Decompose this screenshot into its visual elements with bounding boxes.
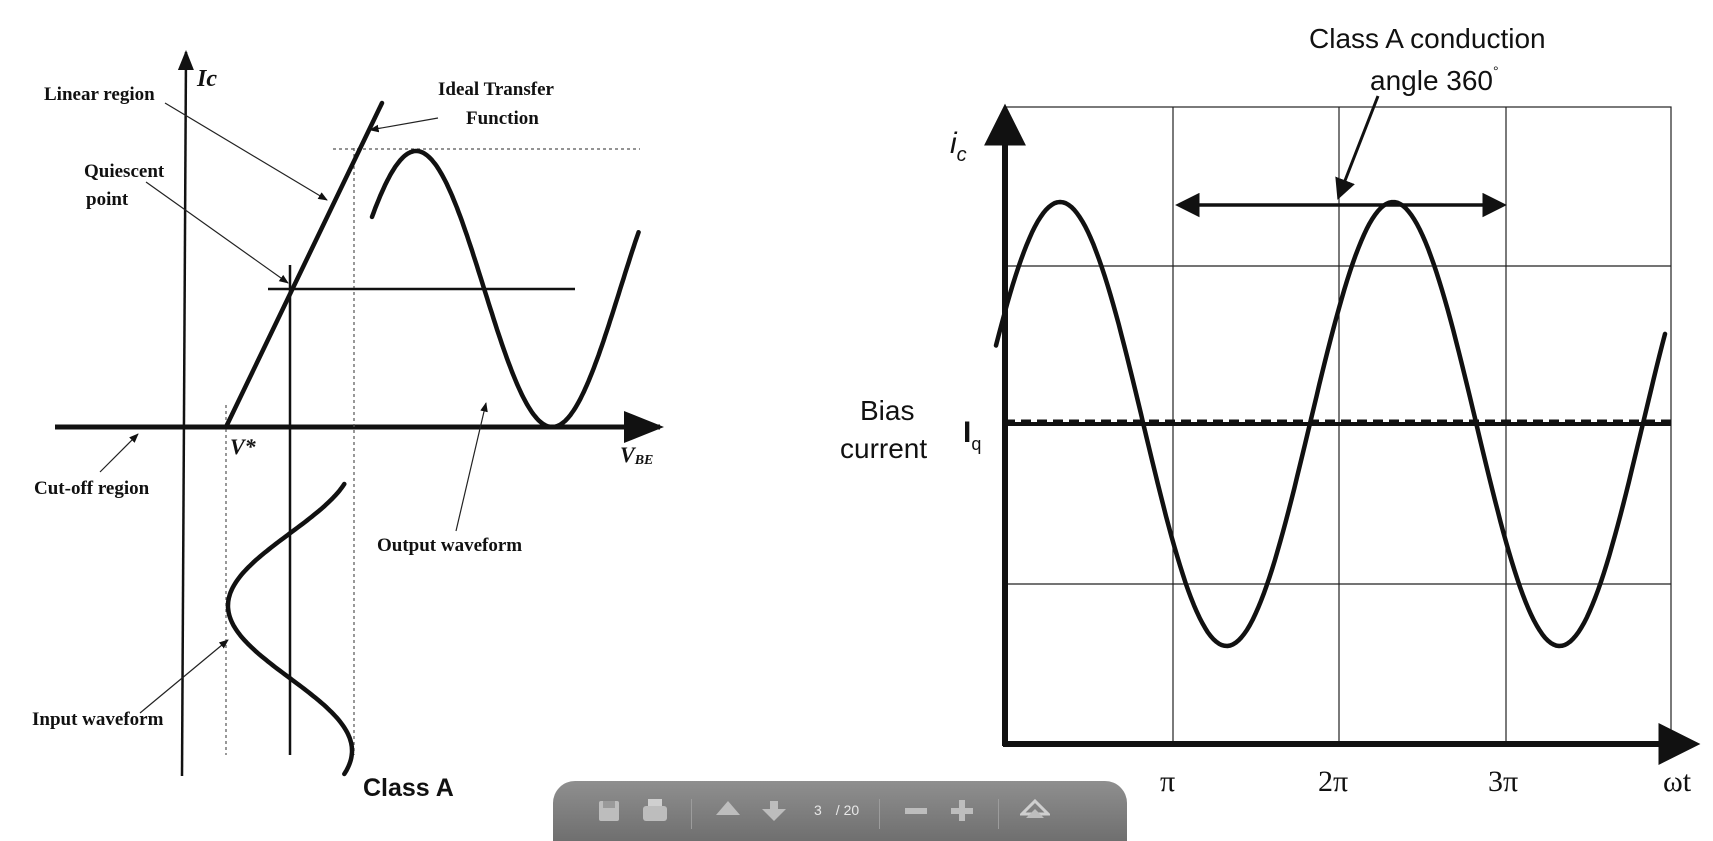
conduction-angle-diagram: Class A conduction angle 360° ic Bias cu… bbox=[840, 23, 1701, 798]
bias-current-label-line1: Bias bbox=[860, 395, 914, 426]
ideal-transfer-line bbox=[223, 100, 385, 430]
zoom-out-icon bbox=[905, 808, 928, 814]
output-waveform-pointer bbox=[455, 402, 488, 532]
input-waveform-pointer bbox=[139, 639, 229, 714]
vstar-label: V* bbox=[230, 434, 257, 459]
conduction-title-line2: angle 360° bbox=[1370, 63, 1499, 96]
zoom-out-button[interactable] bbox=[900, 799, 932, 821]
input-waveform-label: Input waveform bbox=[32, 709, 164, 730]
print-icon bbox=[643, 799, 667, 821]
collector-current-waveform bbox=[993, 199, 1668, 649]
fullscreen-button[interactable] bbox=[1019, 799, 1051, 821]
toolbar-separator bbox=[691, 799, 692, 829]
iq-label: Iq bbox=[963, 416, 981, 454]
conduction-title-line1: Class A conduction bbox=[1309, 23, 1546, 54]
degree-symbol: ° bbox=[1493, 63, 1499, 79]
conduction-title-pointer bbox=[1335, 95, 1380, 200]
ic-axis-label-right: ic bbox=[950, 127, 967, 166]
output-waveform-label: Output waveform bbox=[377, 535, 522, 556]
x-tick-pi: π bbox=[1160, 765, 1175, 798]
x-tick-3pi: 3π bbox=[1488, 765, 1518, 798]
x-tick-2pi: 2π bbox=[1318, 765, 1348, 798]
cutoff-region-label: Cut-off region bbox=[34, 478, 150, 499]
vbe-subscript: BE bbox=[634, 453, 654, 468]
transfer-function-diagram: Ic Linear region Ideal Transfer Function… bbox=[32, 50, 664, 802]
ic-axis bbox=[177, 50, 194, 777]
class-a-diagram-stage: Ic Linear region Ideal Transfer Function… bbox=[32, 23, 1701, 802]
linear-region-pointer bbox=[164, 102, 328, 201]
toolbar-separator bbox=[998, 799, 1000, 829]
wt-axis-label: ωt bbox=[1663, 765, 1692, 798]
linear-region-label: Linear region bbox=[44, 84, 155, 105]
vbe-axis-label: VBE bbox=[620, 442, 653, 468]
ideal-transfer-label-line1: Ideal Transfer bbox=[438, 79, 554, 100]
expand-icon bbox=[1020, 799, 1051, 818]
bias-current-label-line2: current bbox=[840, 433, 927, 464]
cutoff-region-pointer bbox=[99, 433, 139, 473]
ic-subscript: c bbox=[957, 144, 967, 166]
quiescent-point-pointer bbox=[145, 181, 289, 284]
save-icon bbox=[599, 801, 619, 821]
ic-axis-label: Ic bbox=[196, 66, 217, 92]
iq-subscript: q bbox=[971, 434, 981, 454]
ideal-transfer-pointer bbox=[369, 117, 439, 133]
page-down-icon bbox=[762, 801, 786, 821]
previous-page-button[interactable] bbox=[712, 799, 744, 821]
toolbar-separator bbox=[879, 799, 881, 829]
ideal-transfer-label-line2: Function bbox=[466, 108, 539, 129]
quiescent-label-line1: Quiescent bbox=[84, 161, 165, 182]
next-page-button[interactable] bbox=[758, 799, 790, 821]
quiescent-label-line2: point bbox=[86, 189, 129, 210]
zoom-in-button[interactable] bbox=[946, 799, 978, 821]
print-button[interactable] bbox=[639, 799, 671, 821]
page-up-icon bbox=[716, 801, 740, 815]
save-button[interactable] bbox=[593, 799, 625, 821]
pdf-viewer-toolbar: 3 / 20 bbox=[553, 781, 1127, 841]
page-number-current[interactable]: 3 bbox=[814, 802, 822, 818]
output-waveform bbox=[369, 148, 641, 430]
class-a-caption: Class A bbox=[363, 774, 454, 802]
page-number-total: / 20 bbox=[835, 802, 860, 818]
zoom-in-icon bbox=[951, 800, 974, 821]
input-waveform bbox=[225, 481, 355, 777]
